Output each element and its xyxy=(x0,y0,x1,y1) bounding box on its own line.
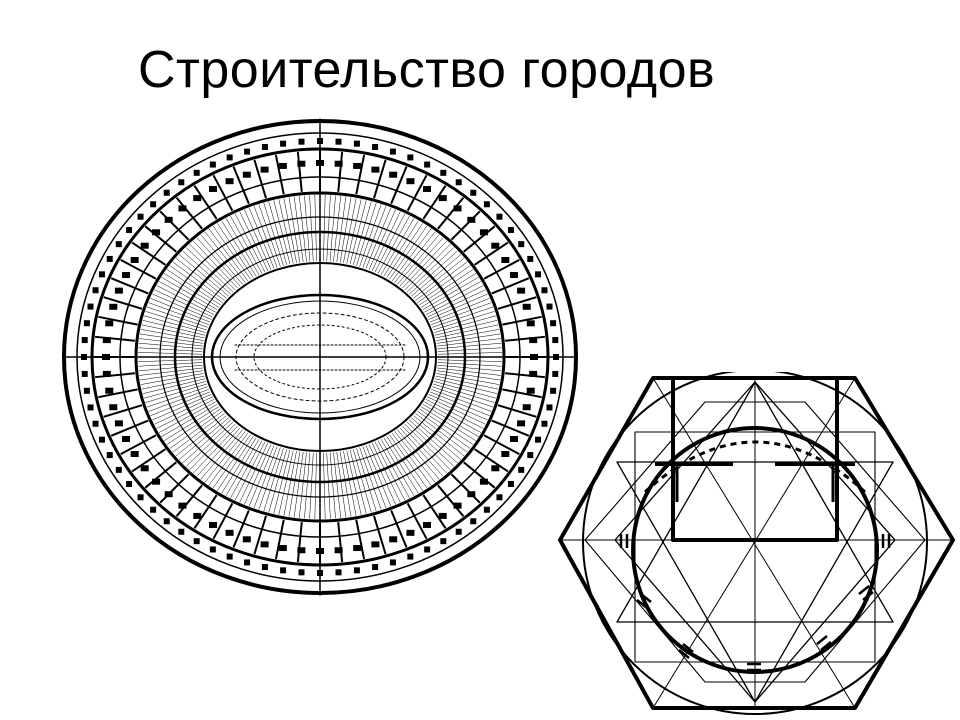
hexagon-geometric-scheme-icon xyxy=(555,372,960,720)
colosseum-plan-icon xyxy=(55,115,585,600)
slide-title: Строительство городов xyxy=(138,41,716,99)
